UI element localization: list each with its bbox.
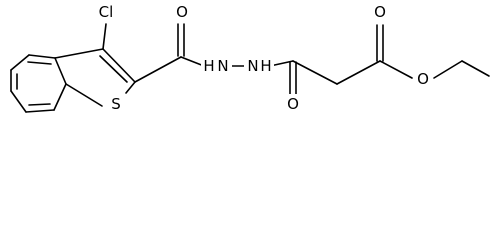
ketone-oxygen-label: O: [287, 95, 299, 113]
bond-c2-amide-carbon: [134, 56, 182, 83]
hydrazide-nitrogen-2: N: [247, 57, 258, 75]
chemical-structure-diagram: Cl S O H N N H O O O: [10, 2, 490, 114]
bond-ketone-carbon-ch2: [292, 60, 338, 85]
hydrazide-nh-hydrogen-2: H: [260, 57, 271, 75]
ester-oxygen-label: O: [417, 70, 429, 88]
amide-oxygen-label: O: [176, 3, 188, 21]
bond-benzene-bottom-right: [53, 83, 67, 111]
bond-benzene-right: [54, 57, 67, 85]
sulfur-label: S: [111, 95, 121, 113]
atom-labels: Cl S O H N N H O O O: [92, 2, 433, 114]
chlorine-label: Cl: [99, 3, 114, 21]
bond-benzene-bottom: [25, 109, 55, 113]
sulfur-label-background: [106, 94, 126, 114]
bond-c3-c2-double: [99, 55, 128, 83]
hydrazide-n1-label-background: [214, 56, 232, 76]
hydrazide-h1-label-background: [201, 56, 217, 76]
bond-c3-c2: [102, 48, 136, 83]
amide-oxygen-label-background: [172, 2, 192, 22]
ester-oxygen-label-background: [413, 69, 433, 89]
hydrazide-h2-label-background: [258, 56, 274, 76]
bond-o-ethyl-ch2: [433, 60, 463, 79]
hydrazide-nh-hydrogen-1: H: [203, 57, 214, 75]
bond-ch2-ch2: [336, 60, 381, 85]
ester-carbonyl-oxygen-label: O: [374, 3, 386, 21]
bond-benzene-bottom-left: [10, 90, 27, 113]
ketone-oxygen-label-background: [283, 94, 303, 114]
bond-amide-carbon-n: [180, 56, 205, 67]
bond-ester-carbon-o: [379, 60, 413, 79]
bond-c3a-c3: [54, 48, 104, 59]
bond-c3-cl: [102, 23, 107, 50]
hydrazide-nitrogen-1: N: [217, 57, 228, 75]
bond-c2-s: [125, 81, 136, 94]
bond-benzene-top: [28, 54, 56, 59]
bond-s-c7a: [65, 83, 103, 107]
bond-benzene-inner-top: [27, 61, 52, 65]
bond-ethyl-ch2-ch3: [461, 60, 490, 77]
bonds: [10, 23, 490, 113]
bond-benzene-top-left: [10, 54, 30, 71]
ester-carbonyl-oxygen-label-background: [370, 2, 390, 22]
chlorine-label-background: [92, 2, 120, 22]
bond-benzene-inner-bottom: [28, 103, 51, 106]
hydrazide-n2-label-background: [244, 56, 262, 76]
